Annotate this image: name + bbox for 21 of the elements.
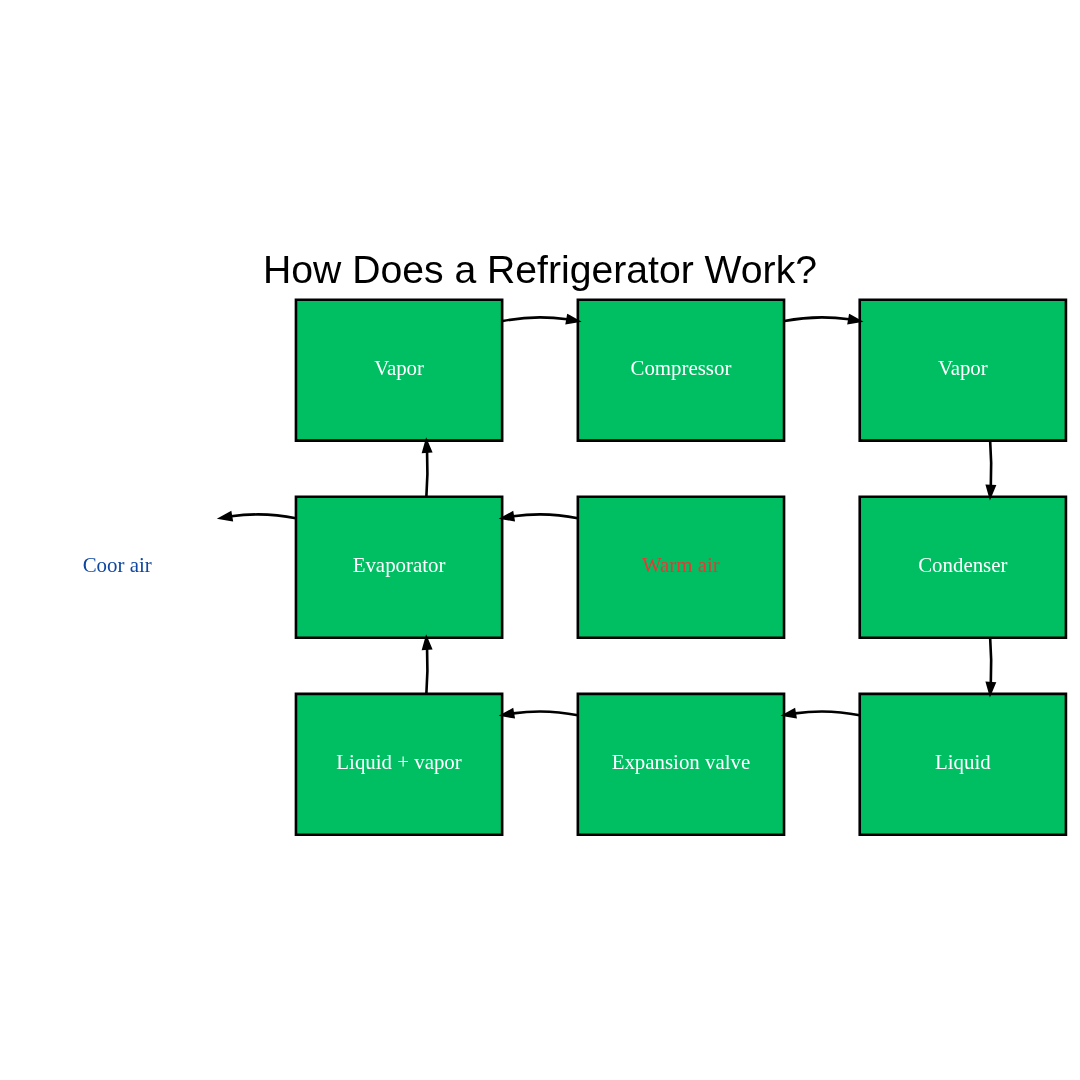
node-box: Vapor [858,297,1068,442]
node-box: Evaporator [294,494,504,639]
arrow [498,510,579,522]
arrow [985,637,997,697]
arrow [784,313,864,325]
arrow [985,440,997,500]
diagram-title: How Does a Refrigerator Work? [263,247,817,291]
node-box: Liquid [858,692,1068,836]
node-box: Condenser [858,494,1068,639]
arrow [421,436,433,497]
node-text: Coor air [82,552,152,577]
arrow [502,313,582,325]
node-box: Warm air [576,494,786,639]
node-box: Vapor [294,297,504,442]
node-box: Expansion valve [576,692,786,836]
node-box: Compressor [576,297,786,442]
node-box: Liquid + vapor [294,692,504,836]
arrow [780,707,860,719]
arrow [216,510,297,522]
arrow [421,633,433,694]
arrow [498,707,579,719]
